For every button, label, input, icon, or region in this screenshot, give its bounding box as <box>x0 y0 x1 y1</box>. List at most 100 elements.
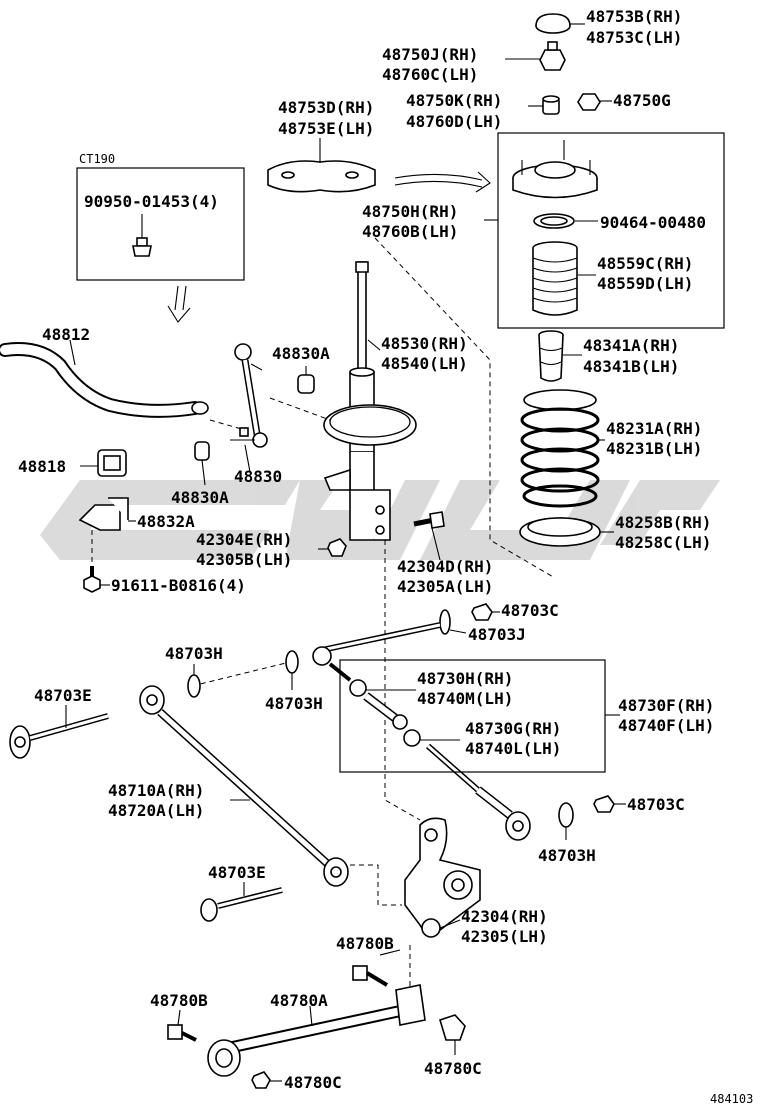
bolt-48703e-top <box>9 705 109 759</box>
label-48818: 48818 <box>18 457 66 476</box>
label-42305a: 42305A(LH) <box>397 577 493 596</box>
label-48740l: 48740L(LH) <box>465 739 561 758</box>
label-90950: 90950-01453(4) <box>84 192 219 211</box>
label-48750j: 48750J(RH) <box>382 45 478 64</box>
label-48753d: 48753D(RH) <box>278 98 374 117</box>
label-48231a: 48231A(RH) <box>606 419 702 438</box>
label-48530: 48530(RH) <box>381 334 468 353</box>
label-48341b: 48341B(LH) <box>583 357 679 376</box>
assembly-guide-lines <box>191 237 556 821</box>
label-42304e: 42304E(RH) <box>196 530 292 549</box>
lower-link-48780a <box>207 984 426 1077</box>
arrow-to-mount-box <box>394 171 491 193</box>
label-48231b: 48231B(LH) <box>606 439 702 458</box>
mount-plate-48753d <box>267 138 376 193</box>
nut-48750j <box>505 41 566 71</box>
label-48760d: 48760D(LH) <box>406 112 502 131</box>
label-48540: 48540(LH) <box>381 354 468 373</box>
arm-group-box <box>339 659 606 773</box>
label-48830a-bottom: 48830A <box>171 488 229 507</box>
label-48703h-right: 48703H <box>538 846 596 865</box>
nut-48780c-bottom <box>251 1071 282 1089</box>
label-42305: 42305(LH) <box>461 927 548 946</box>
label-48750k: 48750K(RH) <box>406 91 502 110</box>
lower-arm-48710a <box>139 685 402 906</box>
clip-90950 <box>132 214 152 257</box>
inset-box <box>76 167 245 281</box>
upper-support-48750h <box>484 140 598 221</box>
label-48753e: 48753E(LH) <box>278 119 374 138</box>
bushing-48830a-bottom <box>194 441 210 486</box>
seal-90464 <box>533 213 598 229</box>
bolt-48780b-left <box>167 1009 197 1042</box>
nut-48750g <box>577 93 612 111</box>
bracket-48832a <box>78 497 136 531</box>
knuckle-42304 <box>404 817 481 938</box>
label-48780b-left: 48780B <box>150 991 208 1010</box>
bushing-48818 <box>80 449 127 477</box>
label-48750h: 48750H(RH) <box>362 202 458 221</box>
label-48258c: 48258C(LH) <box>615 533 711 552</box>
label-48703c-right: 48703C <box>627 795 685 814</box>
label-48703e-top: 48703E <box>34 686 92 705</box>
label-48780b-top: 48780B <box>336 934 394 953</box>
bushing-48830a-top <box>297 366 315 394</box>
label-91611: 91611-B0816(4) <box>111 576 246 595</box>
label-48780c-right: 48780C <box>424 1059 482 1078</box>
label-48830a-top: 48830A <box>272 344 330 363</box>
label-42304d: 42304D(RH) <box>397 557 493 576</box>
label-48832a: 48832A <box>137 512 195 531</box>
control-arm-48730f <box>312 622 531 841</box>
bellows-48559c <box>532 241 596 316</box>
nut-48703c-right <box>593 795 626 813</box>
strut-48530 <box>323 261 417 541</box>
coil-spring-48231a <box>520 389 605 508</box>
label-48703h-left: 48703H <box>165 644 223 663</box>
bolt-42304d <box>413 511 445 561</box>
washer-48703h-left <box>187 664 201 698</box>
label-48753c: 48753C(LH) <box>586 28 682 47</box>
bolt-48703e-bottom <box>200 882 283 922</box>
label-48703c-top: 48703C <box>501 601 559 620</box>
label-48780a: 48780A <box>270 991 328 1010</box>
label-48559d: 48559D(LH) <box>597 274 693 293</box>
label-48703j: 48703J <box>468 625 526 644</box>
label-48710a: 48710A(RH) <box>108 781 204 800</box>
label-48730f: 48730F(RH) <box>618 696 714 715</box>
mount-assembly-box <box>497 132 725 329</box>
bushing-48750k <box>528 95 560 115</box>
upper-cap-48753b <box>535 13 585 34</box>
label-48740m: 48740M(LH) <box>417 689 513 708</box>
inset-arrow <box>167 285 191 323</box>
label-48812: 48812 <box>42 325 90 344</box>
label-48760c: 48760C(LH) <box>382 65 478 84</box>
bolt-91611 <box>83 530 110 593</box>
nut-42304e <box>318 538 347 557</box>
label-48341a: 48341A(RH) <box>583 336 679 355</box>
label-48753b: 48753B(RH) <box>586 7 682 26</box>
washer-48703j <box>439 609 467 635</box>
label-48780c-bottom: 48780C <box>284 1073 342 1092</box>
stabilizer-bar-48812 <box>0 339 209 418</box>
label-48830: 48830 <box>234 467 282 486</box>
label-48720a: 48720A(LH) <box>108 801 204 820</box>
inset-label: CT190 <box>79 152 115 166</box>
nut-48780c-right <box>439 1014 466 1055</box>
washer-48703h-mid <box>285 650 299 690</box>
label-48730h: 48730H(RH) <box>417 669 513 688</box>
label-48703h-mid: 48703H <box>265 694 323 713</box>
label-42304: 42304(RH) <box>461 907 548 926</box>
nut-48703c-top <box>471 603 500 621</box>
label-48559c: 48559C(RH) <box>597 254 693 273</box>
label-48750g: 48750G <box>613 91 671 110</box>
label-90464: 90464-00480 <box>600 213 706 232</box>
washer-48703h-right <box>558 802 574 840</box>
label-48760b: 48760B(LH) <box>362 222 458 241</box>
label-48703e-bottom: 48703E <box>208 863 266 882</box>
stabilizer-link-48830 <box>230 343 268 473</box>
label-48730g: 48730G(RH) <box>465 719 561 738</box>
label-48258b: 48258B(RH) <box>615 513 711 532</box>
diagram-id: 484103 <box>710 1092 753 1106</box>
